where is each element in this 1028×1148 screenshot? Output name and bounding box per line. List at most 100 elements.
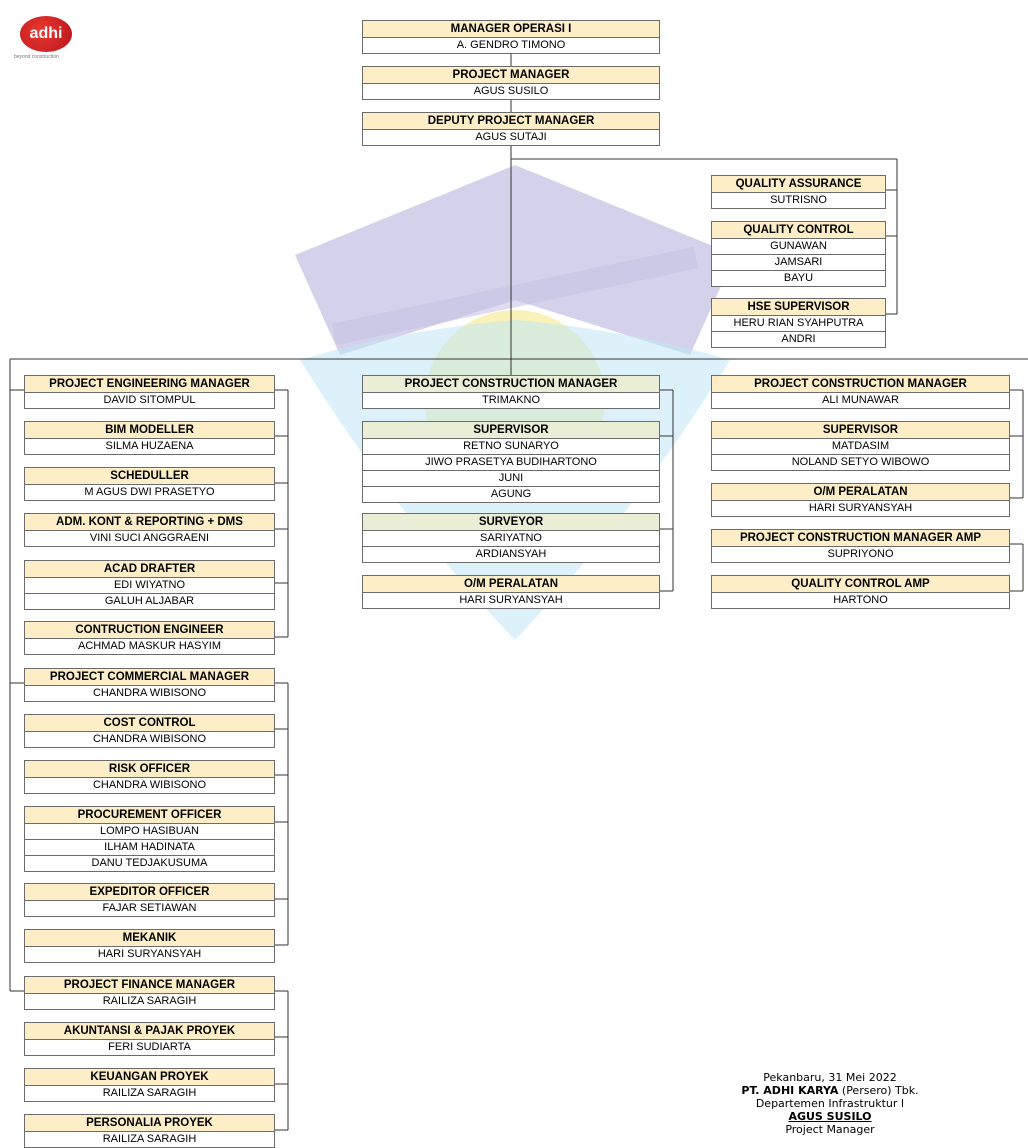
unit-member-name: CHANDRA WIBISONO [24,732,275,748]
signer-role: Project Manager [785,1123,875,1136]
unit-title: SURVEYOR [362,513,660,531]
unit-member-name: AGUS SUTAJI [362,130,660,146]
unit-title: QUALITY CONTROL AMP [711,575,1010,593]
unit-title: MANAGER OPERASI I [362,20,660,38]
unit-member-name: ARDIANSYAH [362,547,660,563]
unit-title: SCHEDULLER [24,467,275,485]
unit-member-name: TRIMAKNO [362,393,660,409]
unit-title: AKUNTANSI & PAJAK PROYEK [24,1022,275,1040]
unit-member-name: AGUNG [362,487,660,503]
unit-title: RISK OFFICER [24,760,275,778]
unit-title: HSE SUPERVISOR [711,298,886,316]
unit-member-name: CHANDRA WIBISONO [24,686,275,702]
unit-member-name: MATDASIM [711,439,1010,455]
unit-member-name: JUNI [362,471,660,487]
unit-title: CONTRUCTION ENGINEER [24,621,275,639]
unit-member-name: VINI SUCI ANGGRAENI [24,531,275,547]
unit-title: O/M PERALATAN [711,483,1010,501]
unit-title: PROJECT FINANCE MANAGER [24,976,275,994]
unit-title: EXPEDITOR OFFICER [24,883,275,901]
unit-title: PROJECT CONSTRUCTION MANAGER [711,375,1010,393]
unit-member-name: RAILIZA SARAGIH [24,1132,275,1148]
logo-tagline: beyond construction [14,54,59,60]
unit-title: BIM MODELLER [24,421,275,439]
unit-member-name: DAVID SITOMPUL [24,393,275,409]
unit-title: PROJECT ENGINEERING MANAGER [24,375,275,393]
unit-member-name: SUTRISNO [711,193,886,209]
unit-member-name: NOLAND SETYO WIBOWO [711,455,1010,471]
company-name-bold: PT. ADHI KARYA [741,1084,839,1097]
unit-title: MEKANIK [24,929,275,947]
unit-title: PERSONALIA PROYEK [24,1114,275,1132]
unit-member-name: FERI SUDIARTA [24,1040,275,1056]
unit-title: O/M PERALATAN [362,575,660,593]
unit-member-name: BAYU [711,271,886,287]
unit-title: SUPERVISOR [711,421,1010,439]
unit-member-name: DANU TEDJAKUSUMA [24,856,275,872]
unit-member-name: ACHMAD MASKUR HASYIM [24,639,275,655]
company-name: PT. ADHI KARYA (Persero) Tbk. [700,1084,960,1097]
unit-member-name: RAILIZA SARAGIH [24,1086,275,1102]
department: Departemen Infrastruktur I [755,1097,905,1110]
logo-mark: adhi [20,16,72,52]
unit-member-name: ILHAM HADINATA [24,840,275,856]
unit-member-name: RAILIZA SARAGIH [24,994,275,1010]
unit-title: SUPERVISOR [362,421,660,439]
unit-member-name: SARIYATNO [362,531,660,547]
unit-member-name: HERU RIAN SYAHPUTRA [711,316,886,332]
unit-member-name: JIWO PRASETYA BUDIHARTONO [362,455,660,471]
unit-member-name: FAJAR SETIAWAN [24,901,275,917]
unit-title: ACAD DRAFTER [24,560,275,578]
unit-member-name: EDI WIYATNO [24,578,275,594]
unit-member-name: JAMSARI [711,255,886,271]
unit-title: PROCUREMENT OFFICER [24,806,275,824]
unit-title: QUALITY ASSURANCE [711,175,886,193]
unit-member-name: GALUH ALJABAR [24,594,275,610]
unit-title: ADM. KONT & REPORTING + DMS [24,513,275,531]
unit-member-name: AGUS SUSILO [362,84,660,100]
unit-member-name: M AGUS DWI PRASETYO [24,485,275,501]
unit-member-name: HARTONO [711,593,1010,609]
unit-title: DEPUTY PROJECT MANAGER [362,112,660,130]
unit-member-name: SUPRIYONO [711,547,1010,563]
unit-member-name: HARI SURYANSYAH [24,947,275,963]
unit-member-name: RETNO SUNARYO [362,439,660,455]
signature-block: Pekanbaru, 31 Mei 2022 PT. ADHI KARYA (P… [700,1071,960,1136]
unit-title: COST CONTROL [24,714,275,732]
unit-member-name: GUNAWAN [711,239,886,255]
company-name-suffix: (Persero) Tbk. [838,1084,919,1097]
unit-title: KEUANGAN PROYEK [24,1068,275,1086]
unit-member-name: HARI SURYANSYAH [362,593,660,609]
unit-title: PROJECT CONSTRUCTION MANAGER AMP [711,529,1010,547]
company-logo: adhi beyond construction [14,16,72,60]
unit-member-name: CHANDRA WIBISONO [24,778,275,794]
unit-title: PROJECT CONSTRUCTION MANAGER [362,375,660,393]
